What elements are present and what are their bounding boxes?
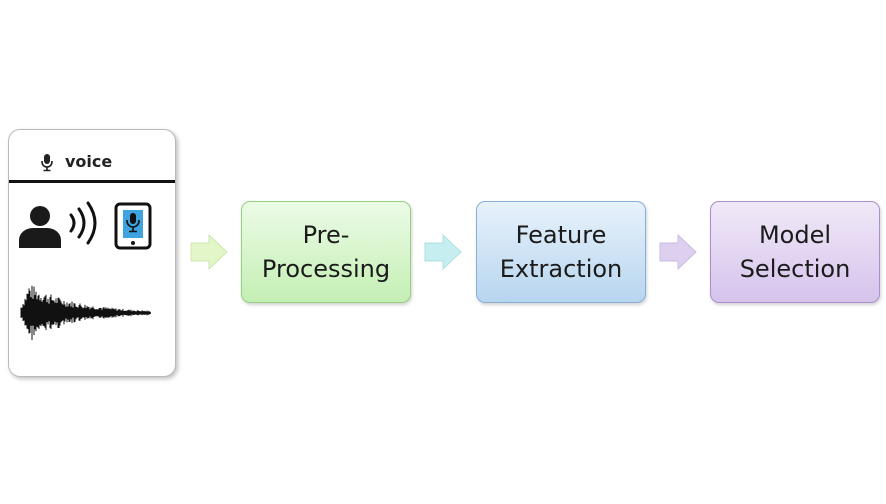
voice-input-card: voice <box>8 129 176 377</box>
voice-header: voice <box>9 130 175 183</box>
phone-microphone-icon <box>114 202 152 250</box>
sound-waves-icon <box>69 201 97 245</box>
model-selection-step: Model Selection <box>710 201 880 303</box>
audio-waveform <box>20 285 151 341</box>
model-selection-label-line2: Selection <box>739 255 851 283</box>
feature-extraction-label-line1: Feature <box>515 221 607 249</box>
feature-extraction-step: Feature Extraction <box>476 201 646 303</box>
model-selection-label-line1: Model <box>758 221 832 249</box>
microphone-icon <box>41 154 53 172</box>
feature-extraction-label-line2: Extraction <box>499 255 623 283</box>
person-icon <box>19 206 61 248</box>
arrow-to-preprocessing <box>190 233 228 271</box>
preprocessing-label-line2: Processing <box>261 255 391 283</box>
voice-label: voice <box>65 152 113 171</box>
arrow-to-model-selection <box>659 233 697 271</box>
arrow-to-feature-extraction <box>424 233 462 271</box>
preprocessing-step: Pre- Processing <box>241 201 411 303</box>
preprocessing-label-line1: Pre- <box>302 221 350 249</box>
